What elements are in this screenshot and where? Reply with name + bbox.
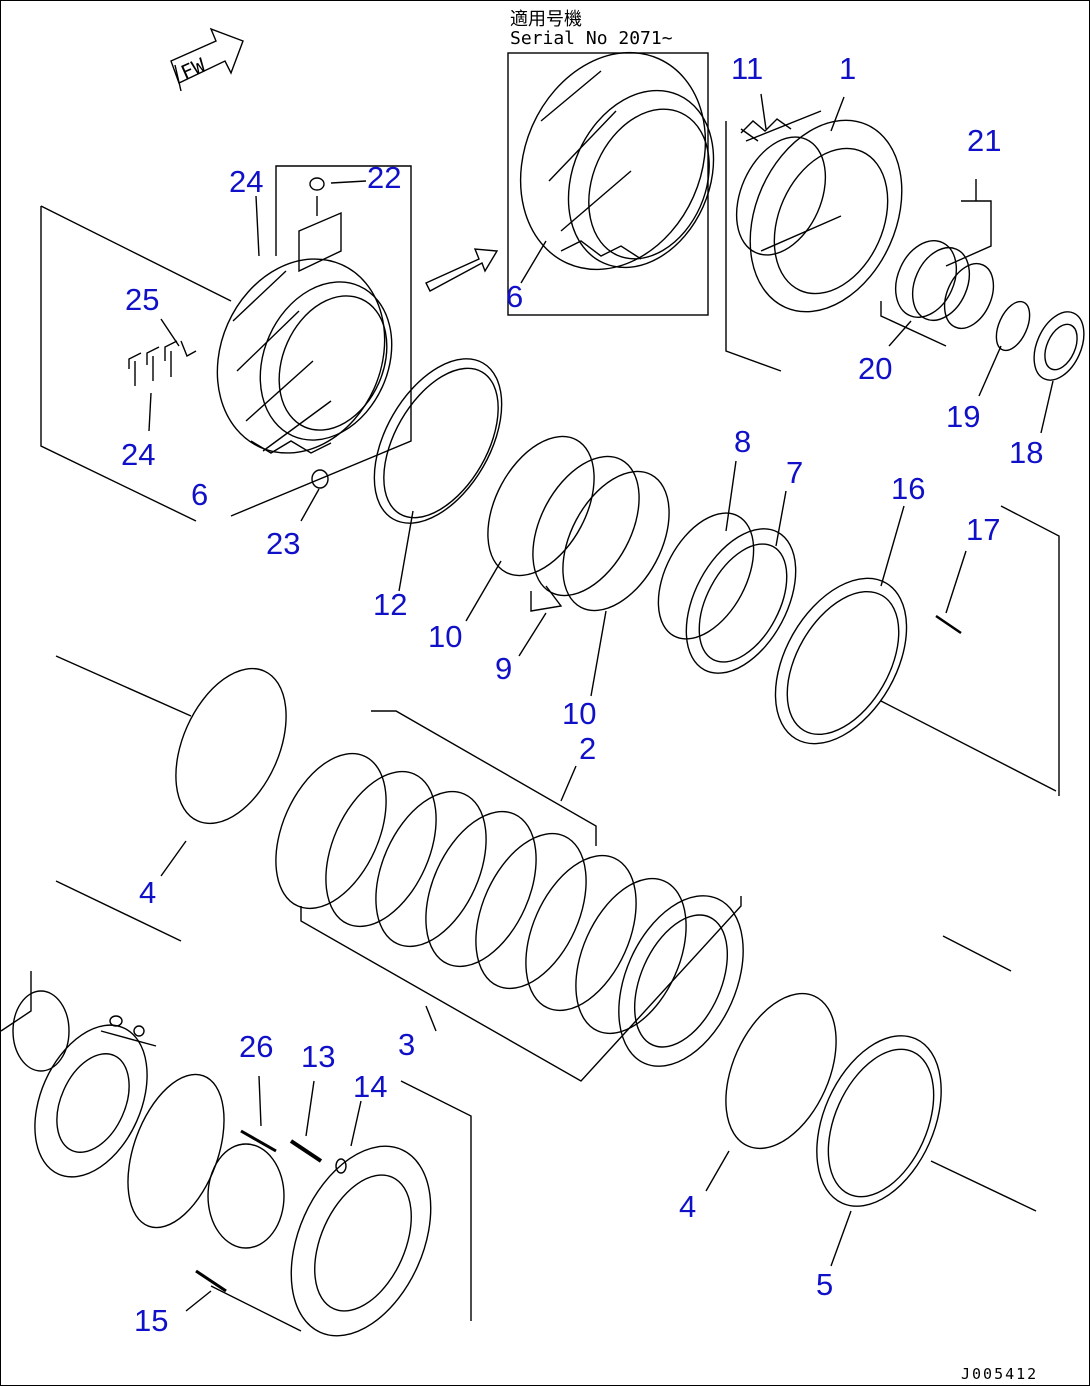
part-18-bearing (1033, 311, 1085, 381)
callout-18: 18 (1009, 435, 1044, 470)
callout-25: 25 (125, 282, 160, 317)
callout-12: 12 (373, 587, 408, 622)
callout-26: 26 (239, 1029, 274, 1064)
serial-number-label: Serial No 2071~ (510, 28, 673, 49)
callout-9: 9 (495, 651, 513, 686)
serial-variant-box (507, 52, 709, 316)
transfer-arrow-icon (425, 248, 499, 292)
disc-pack (175, 667, 744, 1067)
drawing-code: J005412 (961, 1365, 1039, 1383)
callout-19: 19 (946, 399, 981, 434)
callout-3: 3 (398, 1027, 416, 1062)
part-4-lower-plate (725, 992, 837, 1150)
callout-22: 22 (367, 160, 402, 195)
callout-17: 17 (966, 512, 1001, 547)
part-7-piston (685, 528, 797, 674)
callout-8: 8 (734, 424, 752, 459)
part-8-ring (657, 512, 755, 640)
callout-6-variant: 6 (506, 279, 524, 314)
part-19-snap-ring (995, 300, 1031, 352)
part-6-variant-drum (519, 51, 715, 271)
callout-4-upper: 4 (139, 875, 157, 910)
callout-4-lower: 4 (679, 1189, 697, 1224)
callout-2: 2 (579, 731, 597, 766)
callout-16: 16 (891, 471, 926, 506)
callout-7: 7 (786, 455, 804, 490)
callout-23: 23 (266, 526, 301, 561)
callout-10-left: 10 (428, 619, 463, 654)
callout-21: 21 (967, 123, 1002, 158)
part-12-ring (373, 358, 503, 524)
callout-24-lower: 24 (121, 437, 156, 472)
part-16-plate (774, 577, 908, 745)
callout-15: 15 (134, 1303, 169, 1338)
part-5-plate (816, 1035, 942, 1207)
callout-6-main: 6 (191, 477, 209, 512)
part-6-drum (216, 258, 393, 454)
callout-14: 14 (353, 1069, 388, 1104)
hub-assembly (12, 990, 432, 1337)
callout-13: 13 (301, 1039, 336, 1074)
callout-10-right: 10 (562, 696, 597, 731)
callout-11: 11 (731, 51, 764, 86)
part-1-housing (735, 110, 903, 313)
callout-20: 20 (858, 351, 893, 386)
callout-1: 1 (839, 51, 857, 86)
callout-24-upper: 24 (229, 164, 264, 199)
forward-arrow-icon (170, 27, 244, 92)
callout-5: 5 (816, 1267, 834, 1302)
applicable-serial-label-jp: 適用号機 (510, 9, 582, 30)
